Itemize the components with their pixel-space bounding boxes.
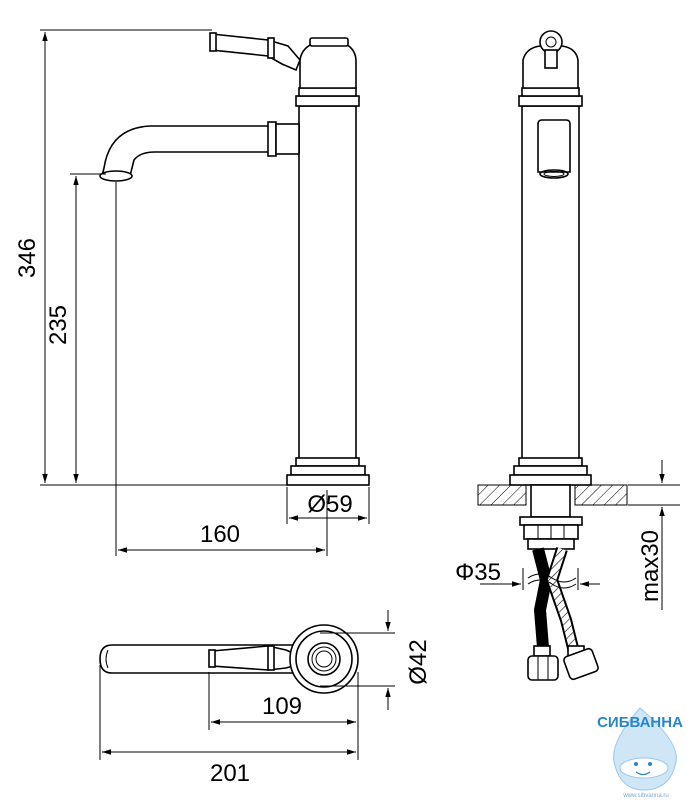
hose-fitting-left: [527, 655, 559, 681]
base-ring-lower: [286, 474, 370, 486]
dim-max30-label: max30: [637, 530, 664, 602]
bathtub-icon: [619, 757, 669, 779]
dim-109-label: 109: [262, 693, 302, 720]
logo-url: www.sibvanna.ru: [622, 793, 668, 799]
dim-201-label: 201: [210, 760, 250, 787]
top-lever: [211, 645, 301, 671]
dim-235-label: 235: [45, 305, 72, 345]
base-ring-middle: [290, 465, 366, 476]
top-collar-upper: [298, 87, 357, 97]
dim-42-label: Ø42: [405, 639, 432, 684]
base-ring-upper: [295, 457, 360, 467]
brand-logo: СИБВАННА www.sibvanna.ru: [597, 707, 683, 799]
faucet-body: [298, 105, 357, 461]
dim-35-label: Φ35: [455, 559, 501, 586]
side-spout: [537, 119, 571, 173]
dim-346-label: 346: [14, 238, 41, 278]
top-view: Ø42 109 201: [99, 610, 432, 787]
spout-ring: [267, 121, 277, 157]
counter-section-right: [574, 484, 628, 506]
mounting-washer: [519, 516, 583, 526]
aerator: [99, 170, 133, 182]
dim-59-label: Ø59: [307, 491, 352, 518]
logo-name: СИБВАННА: [597, 714, 683, 731]
hose-fitting-right: [563, 647, 599, 681]
cartridge-cap: [309, 37, 349, 47]
mounting-shank: [530, 484, 571, 518]
counter-section-left: [477, 484, 527, 506]
side-view: Φ35 max30: [455, 30, 680, 681]
cartridge-housing: [299, 41, 357, 89]
dim-160-label: 160: [200, 521, 240, 548]
side-base: [509, 474, 592, 486]
top-collar: [295, 95, 360, 107]
top-cartridge: [307, 642, 341, 676]
front-view: 346 235 160 Ø59: [14, 29, 370, 556]
lever-tip: [209, 32, 217, 52]
lever-handle: [211, 33, 301, 72]
